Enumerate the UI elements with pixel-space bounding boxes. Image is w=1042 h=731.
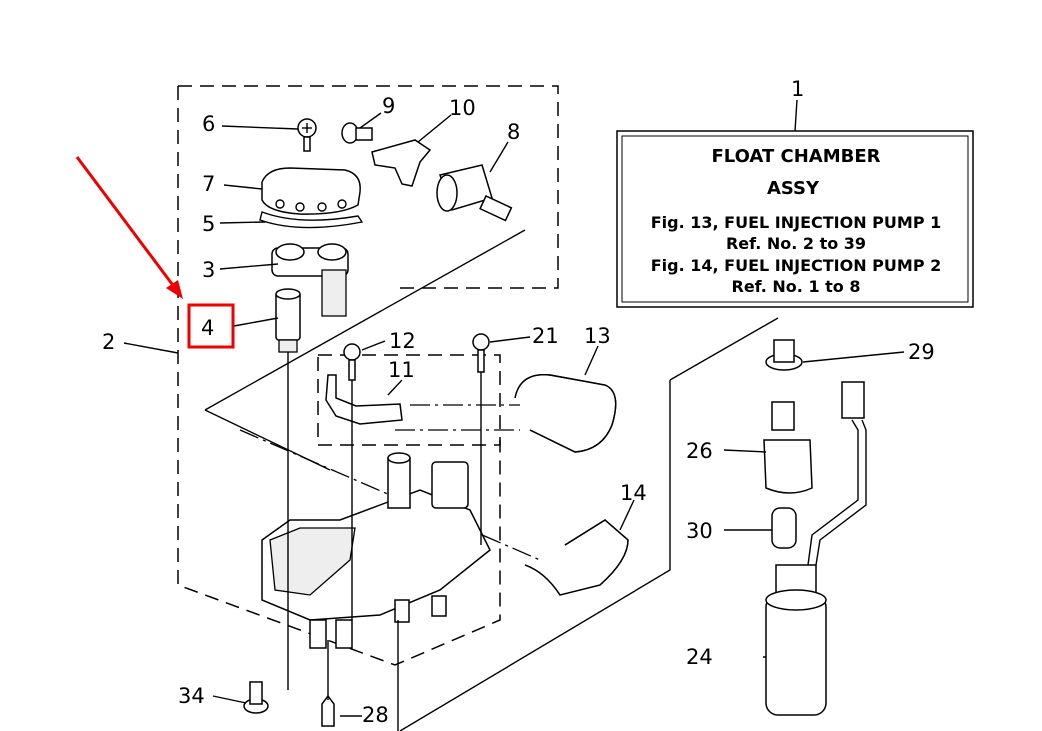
part-11-fitting bbox=[325, 374, 403, 425]
callout-14: 14 bbox=[620, 481, 647, 505]
part-13-hose bbox=[514, 374, 617, 453]
callout-1: 1 bbox=[791, 77, 804, 101]
part-24-pump bbox=[765, 564, 827, 716]
info-box-ref-1: Fig. 13, FUEL INJECTION PUMP 1 bbox=[651, 213, 942, 232]
part-6-screw bbox=[297, 118, 317, 152]
callout-28: 28 bbox=[362, 703, 389, 727]
callout-7: 7 bbox=[202, 172, 215, 196]
info-box-ref-4: Ref. No. 1 to 8 bbox=[732, 277, 861, 296]
highlight-box bbox=[187, 303, 235, 349]
part-28-pin bbox=[321, 694, 335, 727]
connector-lines bbox=[287, 352, 482, 731]
callout-13: 13 bbox=[584, 324, 611, 348]
part-14-hose bbox=[524, 519, 629, 596]
callout-3: 3 bbox=[202, 258, 215, 282]
callout-26: 26 bbox=[686, 439, 713, 463]
callout-2: 2 bbox=[102, 330, 115, 354]
leader-lines bbox=[204, 229, 779, 731]
pump-harness bbox=[807, 381, 867, 566]
info-box-ref-3: Fig. 14, FUEL INJECTION PUMP 2 bbox=[651, 256, 942, 275]
part-29-grommet bbox=[765, 339, 803, 371]
callout-6: 6 bbox=[202, 112, 215, 136]
inner-dashed-boundary bbox=[317, 354, 501, 446]
callout-8: 8 bbox=[507, 120, 520, 144]
part-26-filter bbox=[763, 401, 813, 494]
callout-12: 12 bbox=[389, 329, 416, 353]
info-box: FLOAT CHAMBER ASSY Fig. 13, FUEL INJECTI… bbox=[616, 130, 974, 308]
part-21-screw bbox=[472, 333, 490, 373]
callout-29: 29 bbox=[908, 340, 935, 364]
callout-9: 9 bbox=[382, 94, 395, 118]
part-5-gasket bbox=[259, 211, 364, 229]
callout-leaders bbox=[123, 99, 905, 717]
part-30-seal bbox=[771, 507, 797, 549]
callout-5: 5 bbox=[202, 212, 215, 236]
callout-34: 34 bbox=[178, 684, 205, 708]
callout-11: 11 bbox=[388, 358, 415, 382]
part-2-float-chamber bbox=[261, 452, 491, 649]
callout-4: 4 bbox=[201, 316, 214, 340]
chain-lines bbox=[239, 404, 541, 561]
part-3-bracket bbox=[271, 243, 349, 317]
highlight-arrow bbox=[75, 156, 183, 299]
callout-30: 30 bbox=[686, 519, 713, 543]
part-10-plate bbox=[371, 139, 432, 187]
callout-10: 10 bbox=[449, 96, 476, 120]
assembly-dashed-boundary bbox=[177, 85, 559, 666]
part-12-screw bbox=[343, 343, 361, 381]
callout-24: 24 bbox=[686, 645, 713, 669]
part-9-bolt bbox=[341, 122, 373, 144]
info-box-title: FLOAT CHAMBER bbox=[711, 146, 880, 167]
part-7-cover bbox=[261, 167, 361, 215]
part-8-sensor bbox=[436, 164, 513, 222]
info-box-subtitle: ASSY bbox=[767, 178, 820, 199]
part-34-bolt bbox=[243, 681, 269, 714]
info-box-ref-2: Ref. No. 2 to 39 bbox=[726, 234, 866, 253]
part-4-sleeve bbox=[275, 288, 301, 353]
callout-21: 21 bbox=[532, 324, 559, 348]
